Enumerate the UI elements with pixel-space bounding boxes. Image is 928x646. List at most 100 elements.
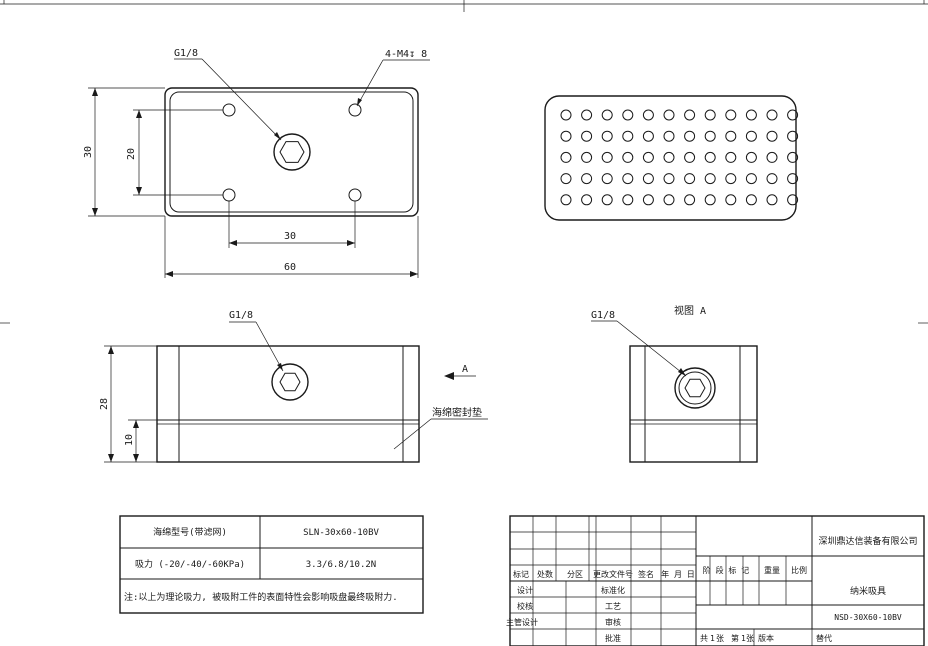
suction-hole: [725, 173, 737, 185]
suction-hole: [622, 194, 634, 206]
suction-hole: [725, 130, 737, 142]
suction-hole: [581, 130, 593, 142]
suction-hole: [704, 173, 716, 185]
dim-height-inner: 20: [126, 148, 137, 160]
suction-hole: [684, 151, 696, 163]
tb-part-name: 纳米吸具: [850, 585, 886, 597]
suction-hole: [560, 109, 572, 121]
holes-label: 4-M4↧ 8: [385, 49, 427, 60]
tb-fenqu: 分区: [567, 570, 583, 579]
dim-width-outer: 60: [284, 262, 296, 273]
side-view: 视图 A G1/8: [591, 304, 758, 463]
suction-hole: [601, 109, 613, 121]
suction-hole: [560, 151, 572, 163]
top-view: G1/8 4-M4↧ 8 30 20 30 60: [83, 48, 430, 278]
spec-row1-label: 海绵型号(带滤网): [153, 526, 227, 538]
spec-row2-label: 吸力 (-20/-40/-60KPa): [135, 558, 245, 570]
tb-tidai: 替代: [816, 633, 832, 643]
view-arrow-label: A: [462, 364, 468, 375]
tb-shenhe: 审核: [605, 617, 621, 627]
suction-hole: [725, 151, 737, 163]
tb-banben: 版本: [758, 633, 774, 643]
side-air-port: [674, 367, 716, 409]
suction-hole: [601, 130, 613, 142]
tb-gongyi: 工艺: [605, 602, 621, 611]
air-port: [273, 133, 311, 171]
spec-note: 注:以上为理论吸力, 被吸附工件的表面特性会影响吸盘最终吸附力.: [124, 591, 398, 603]
suction-hole: [745, 109, 757, 121]
suction-hole: [642, 130, 654, 142]
tb-part-code: NSD-30X60-10BV: [834, 613, 902, 622]
dim-height-outer: 30: [83, 146, 94, 158]
suction-hole: [581, 173, 593, 185]
plate-outline: [544, 95, 797, 221]
tb-sheet-info: 共 1 张 第 1 张 版本 替代: [700, 633, 832, 643]
suction-hole: [642, 173, 654, 185]
suction-hole: [663, 130, 675, 142]
suction-hole: [787, 130, 799, 142]
suction-hole: [663, 194, 675, 206]
block-outline-outer: [164, 87, 419, 217]
suction-hole: [622, 109, 634, 121]
mounting-hole: [222, 103, 236, 117]
view-a-hole-plate: [544, 95, 799, 221]
suction-hole: [601, 151, 613, 163]
port-label-top: G1/8: [174, 48, 198, 59]
suction-hole: [601, 194, 613, 206]
suction-hole: [704, 109, 716, 121]
tb-sheet-no: 1: [741, 634, 746, 643]
suction-hole: [787, 173, 799, 185]
tb-gong: 共: [700, 634, 708, 643]
suction-hole: [766, 194, 778, 206]
suction-hole: [581, 194, 593, 206]
title-block: 标记 处数 分区 更改文件号 签名 年 月 日 设计 标准化 校核 工艺 主管设…: [506, 515, 925, 646]
suction-hole: [642, 194, 654, 206]
suction-hole: [725, 194, 737, 206]
mounting-hole: [348, 188, 362, 202]
suction-hole: [581, 109, 593, 121]
suction-hole: [766, 109, 778, 121]
tb-di: 第: [731, 633, 739, 643]
suction-hole: [684, 109, 696, 121]
front-outline: [156, 345, 420, 463]
tb-gengai: 更改文件号: [593, 569, 633, 579]
block-outline-inner: [169, 91, 414, 213]
tb-sheet-total: 1: [710, 634, 715, 643]
suction-hole: [622, 130, 634, 142]
tb-sheji: 设计: [517, 585, 533, 595]
suction-hole: [745, 173, 757, 185]
suction-hole: [725, 109, 737, 121]
tb-qianming: 签名: [638, 569, 654, 579]
suction-hole: [766, 151, 778, 163]
suction-hole: [560, 130, 572, 142]
tb-nianyueri: 年 月 日: [661, 569, 695, 579]
side-view-title: 视图 A: [674, 304, 706, 317]
suction-hole: [663, 151, 675, 163]
suction-hole: [745, 130, 757, 142]
tb-zhang1: 张: [716, 634, 724, 643]
suction-hole: [766, 173, 778, 185]
suction-hole: [745, 194, 757, 206]
suction-hole: [787, 151, 799, 163]
suction-hole: [684, 130, 696, 142]
front-air-port: [271, 363, 309, 401]
suction-hole: [622, 173, 634, 185]
suction-hole: [642, 151, 654, 163]
front-view: G1/8 28 10 A 海绵密封垫: [99, 310, 488, 463]
suction-hole: [601, 173, 613, 185]
suction-hole: [642, 109, 654, 121]
suction-hole: [684, 173, 696, 185]
suction-hole: [560, 194, 572, 206]
suction-hole: [704, 194, 716, 206]
tb-pizhun: 批准: [605, 633, 621, 643]
suction-hole: [684, 194, 696, 206]
spec-row2-value: 3.3/6.8/10.2N: [306, 560, 376, 570]
mounting-hole: [348, 103, 362, 117]
tb-jieduan: 阶 段 标 记: [703, 565, 749, 575]
suction-hole: [704, 151, 716, 163]
tb-biaoji: 标记: [513, 569, 529, 579]
suction-hole: [766, 130, 778, 142]
dim-height-front: 28: [99, 398, 110, 410]
suction-hole: [663, 109, 675, 121]
